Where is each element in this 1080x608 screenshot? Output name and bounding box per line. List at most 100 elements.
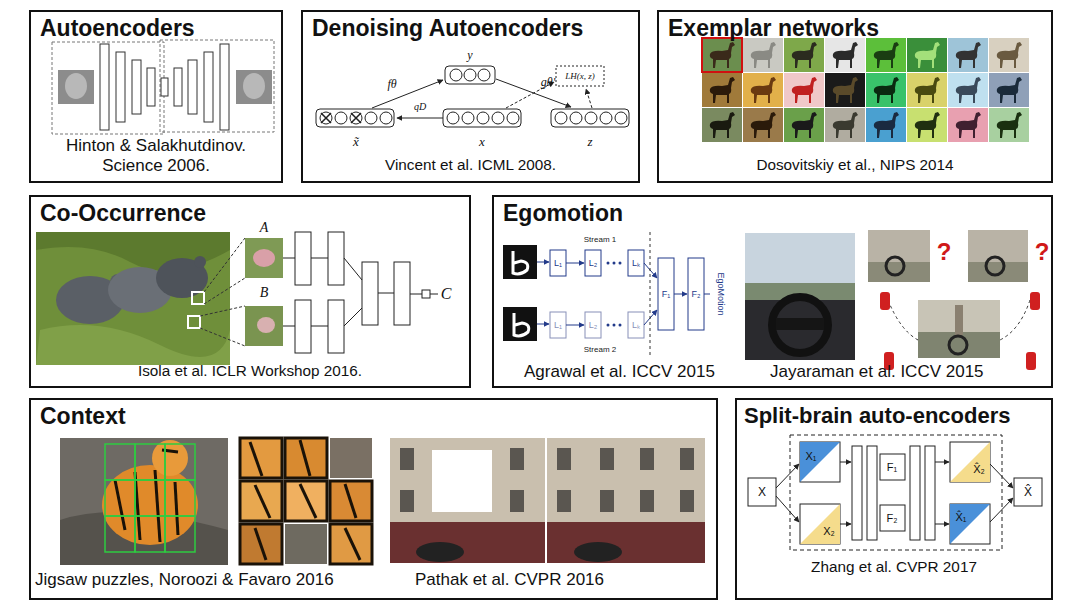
denoising-figure-part <box>445 66 495 84</box>
egomotion-figure-part-part <box>607 324 610 327</box>
context-figure-part-part <box>250 442 262 476</box>
exemplar-grid-part <box>948 73 988 107</box>
cooccurrence-figure-part <box>253 249 275 267</box>
method-panel: Denoising AutoencodersVincent et al. ICM… <box>301 10 640 183</box>
egomotion-figure-part <box>886 257 1004 354</box>
cooccurrence-figure-part <box>192 292 204 304</box>
context-figure-part-part <box>680 448 694 470</box>
egomotion-figure-part <box>503 307 537 341</box>
context-figure-part <box>60 438 228 565</box>
exemplar-grid-part <box>743 108 783 142</box>
splitbrain-figure-part-part <box>910 446 920 540</box>
denoising-figure-part <box>462 112 474 124</box>
autoencoder-figure-part <box>116 52 125 122</box>
context-figure-part <box>574 542 622 562</box>
exemplar-grid-part <box>784 108 824 142</box>
cooccurrence-figure-part-part <box>344 308 362 326</box>
network-label: F₁ <box>662 290 671 299</box>
context-figure-part-part <box>400 448 414 470</box>
cooccurrence-figure-part-part <box>295 232 311 285</box>
egomotion-figure-part <box>888 300 918 340</box>
egomotion-figure-part <box>745 233 855 360</box>
citation: Isola et al. ICLR Workshop 2016. <box>31 362 469 380</box>
context-figure-part <box>547 522 705 563</box>
method-panel: Co-OccurrenceIsola et al. ICLR Workshop … <box>29 195 471 388</box>
denoising-figure-part <box>397 118 443 119</box>
context-figure-part-part <box>285 481 327 521</box>
exemplar-grid-part <box>710 112 735 138</box>
egomotion-figure-part-part <box>585 312 601 338</box>
exemplar-grid-part <box>956 77 981 103</box>
egomotion-figure-part <box>503 245 537 279</box>
exemplar-grid-part <box>956 112 981 138</box>
citation: Hinton & Salakhutdinov. Science 2006. <box>49 136 263 175</box>
denoising-figure-part <box>365 112 377 124</box>
context-figure-part <box>547 438 705 563</box>
egomotion-figure-part-part <box>628 312 644 338</box>
denoising-figure-part <box>443 109 521 127</box>
egomotion-figure-part <box>550 250 704 338</box>
context-figure-part-part <box>400 490 414 512</box>
loss-label: LH(x, z) <box>565 72 595 81</box>
context-figure-part <box>416 542 464 562</box>
input-label: x <box>479 135 485 148</box>
egomotion-figure-part-part <box>550 250 566 276</box>
exemplar-grid-part <box>702 38 742 72</box>
cooccurrence-figure-part <box>245 306 283 346</box>
panel-title: Context <box>40 403 126 429</box>
context-figure-part-part <box>557 490 571 512</box>
context-figure-part <box>105 444 195 552</box>
egomotion-figure-part <box>955 305 963 335</box>
exemplar-grid-part <box>915 42 940 68</box>
exemplar-grid-part <box>915 112 940 138</box>
egomotion-figure-part-part <box>613 262 616 265</box>
splitbrain-figure-part-part <box>776 464 799 488</box>
context-figure-part-part <box>285 438 327 478</box>
denoising-figure-part <box>600 112 612 124</box>
exemplar-grid-part <box>866 108 906 142</box>
panel-title: Co-Occurrence <box>40 200 206 226</box>
autoencoder-figure-part <box>160 40 274 132</box>
splitbrain-figure-part-part <box>990 464 1013 488</box>
exemplar-grid-part <box>784 38 824 72</box>
network-label: ? <box>937 240 952 264</box>
egomotion-figure-part-part <box>566 325 584 326</box>
egomotion-figure-part-part <box>613 324 616 327</box>
egomotion-figure-part <box>1000 300 1030 340</box>
context-figure-part-part <box>330 481 372 521</box>
denoising-figure-part <box>372 80 443 108</box>
cooccurrence-figure-part <box>36 325 230 365</box>
context-figure-part-part <box>345 528 360 560</box>
egomotion-figure-part-part <box>674 294 687 295</box>
egomotion-figure-part <box>513 251 528 274</box>
exemplar-grid-part <box>989 38 1029 72</box>
denoising-figure-part <box>380 112 392 124</box>
egomotion-figure-part-part <box>986 257 1004 275</box>
exemplar-grid-part <box>948 38 988 72</box>
context-figure-part-part <box>330 438 372 478</box>
context-figure-part-part <box>155 470 160 542</box>
exemplar-grid-part <box>907 38 947 72</box>
splitbrain-label: X̂ <box>1024 486 1032 498</box>
context-figure-part-part <box>135 444 165 480</box>
exemplar-grid-part <box>874 77 899 103</box>
egomotion-figure-part-part <box>550 312 566 338</box>
splitbrain-figure-part-part <box>840 524 851 525</box>
context-figure-part <box>102 465 198 545</box>
denoising-figure-part <box>570 112 582 124</box>
denoising-figure-part <box>551 109 629 127</box>
cooccurrence-figure-part-part <box>328 232 344 285</box>
splitbrain-label: F₂ <box>887 513 898 524</box>
context-figure-part <box>152 440 188 476</box>
patch-label: B <box>260 286 269 300</box>
context-figure-part-part <box>240 481 282 521</box>
exemplar-grid-part <box>833 77 858 103</box>
exemplar-grid-part <box>702 73 742 107</box>
panel-title: Autoencoders <box>40 15 195 41</box>
corrupted-input-label: x̃ <box>353 135 359 148</box>
denoising-figure-part <box>316 109 394 127</box>
denoising-figure-part <box>478 69 490 81</box>
egomotion-figure-part <box>968 230 1028 282</box>
autoencoder-figure-part <box>147 68 155 106</box>
